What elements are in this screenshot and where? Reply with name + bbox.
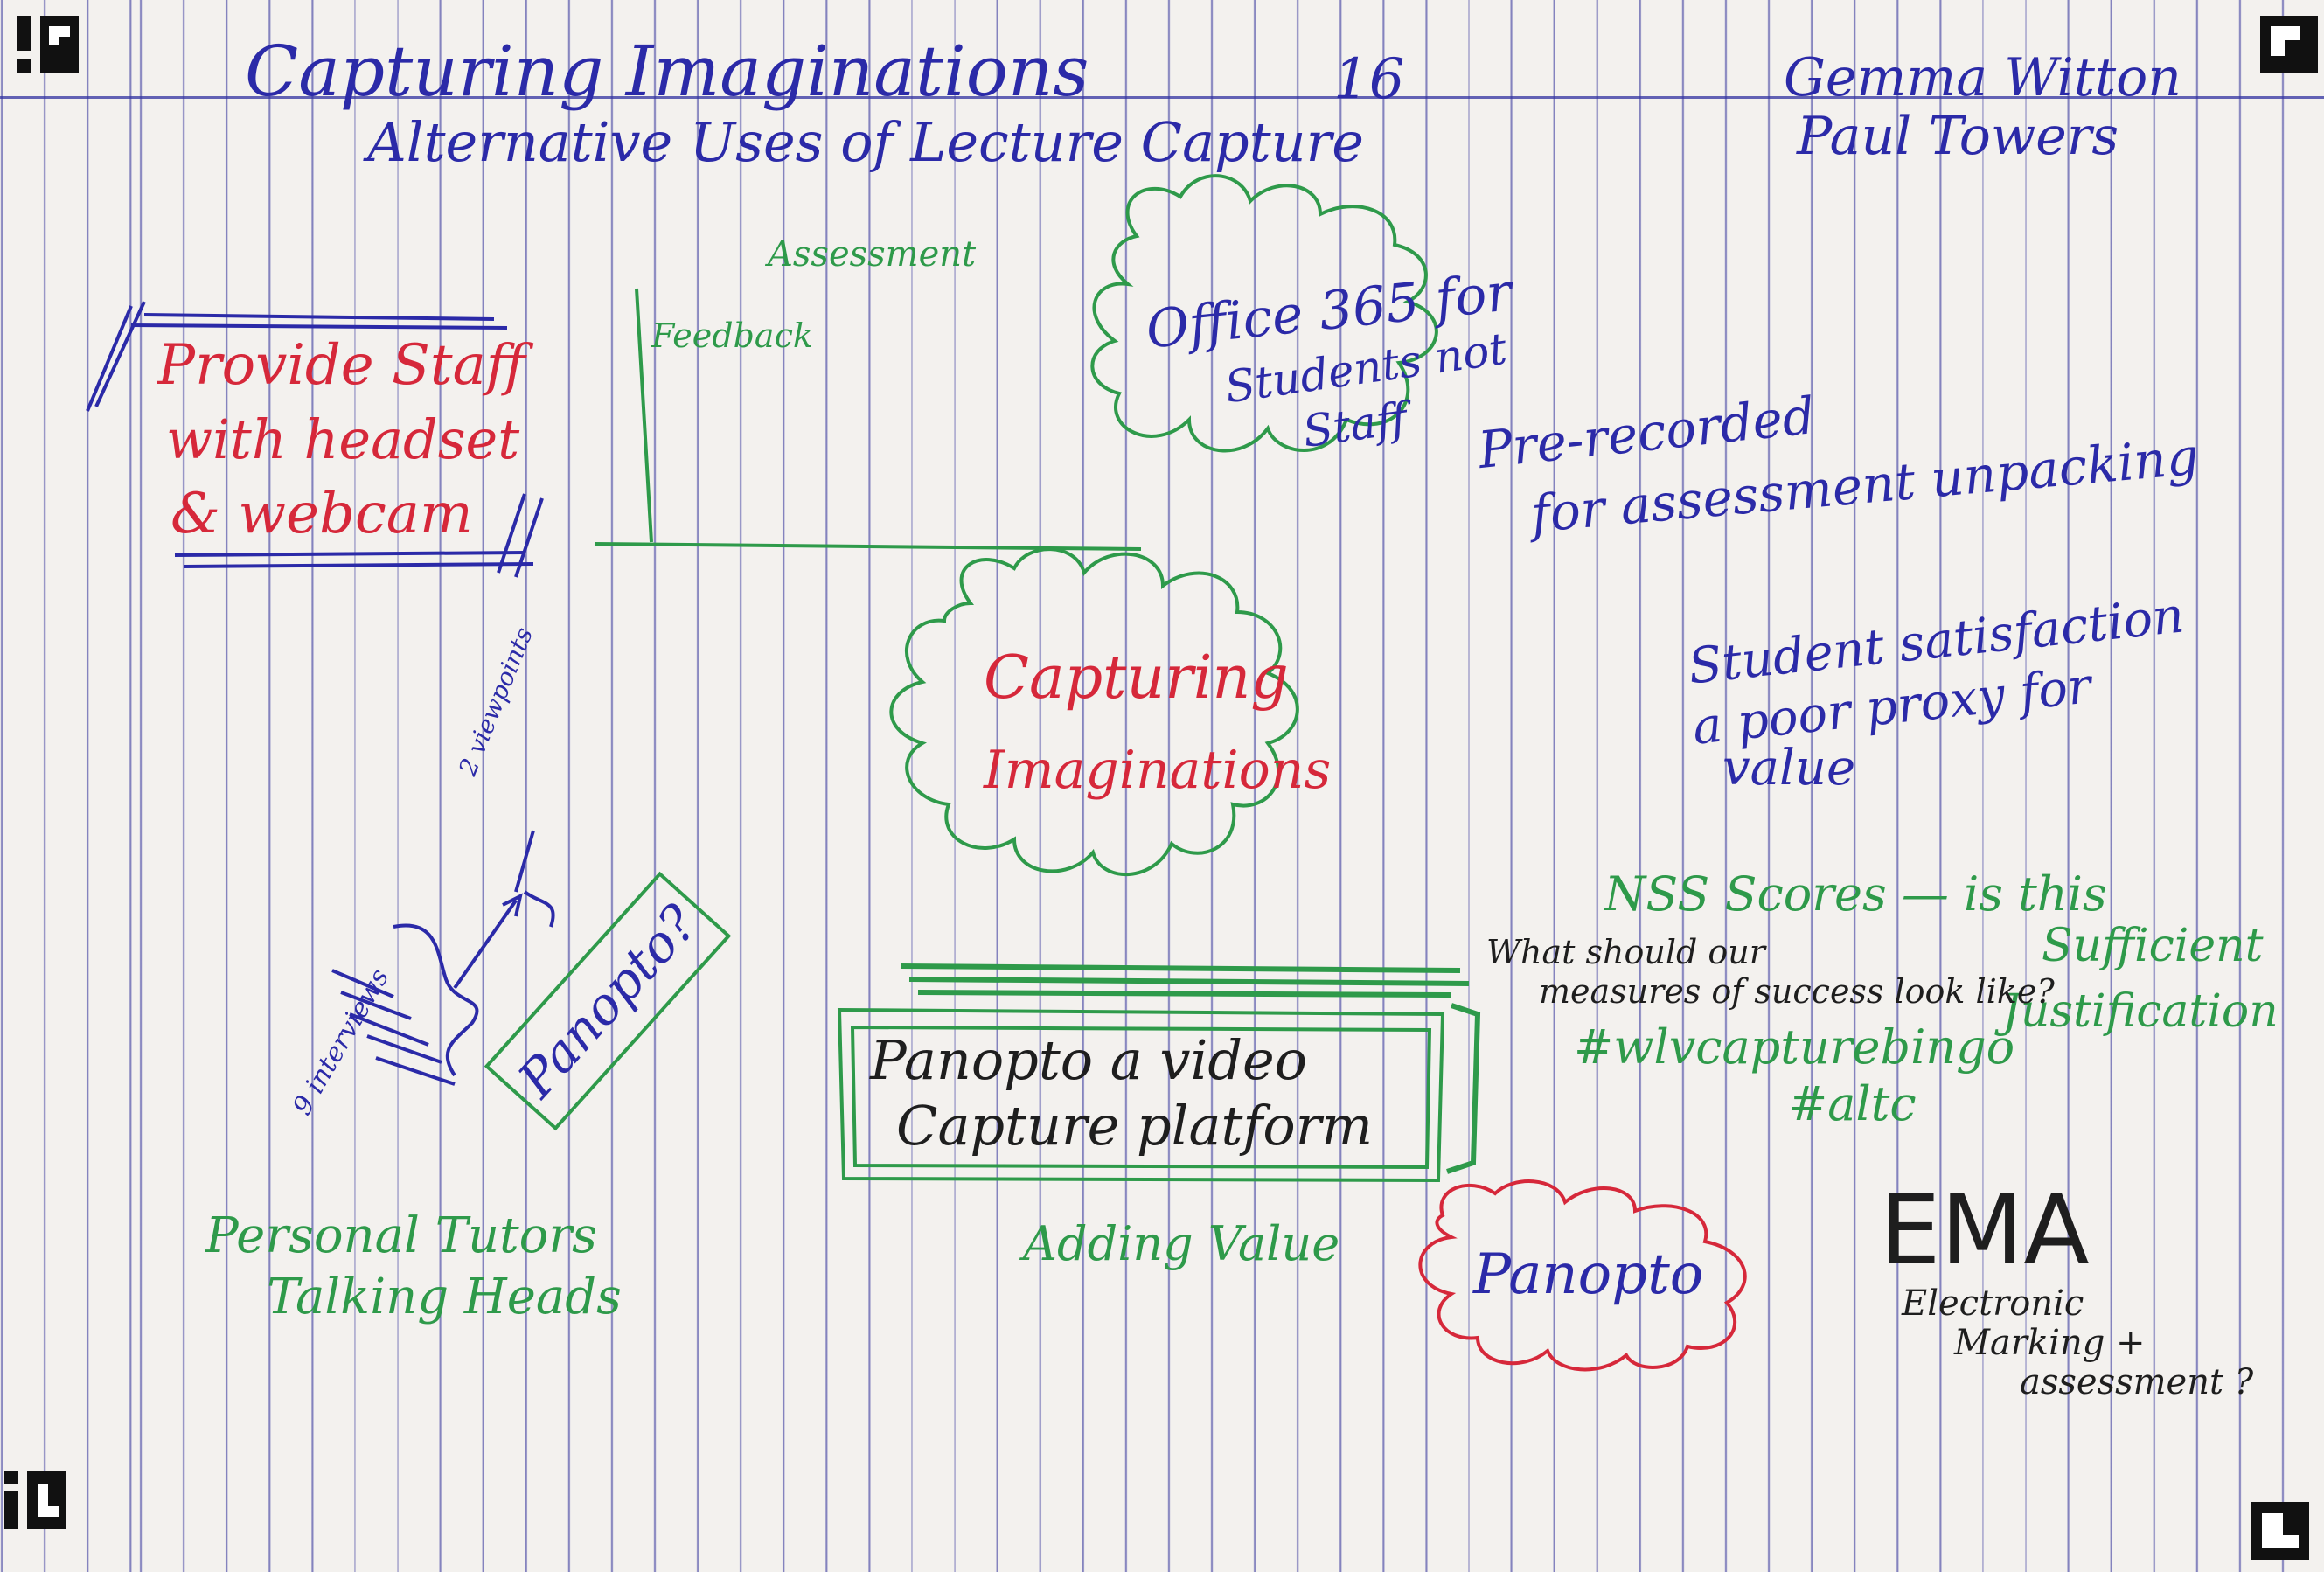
measures-line-1: What should our bbox=[1486, 933, 1765, 971]
personal-tutors-line-1: Personal Tutors bbox=[205, 1207, 597, 1264]
page-number: 16 bbox=[1333, 47, 1405, 112]
page-subtitle: Alternative Uses of Lecture Capture bbox=[367, 110, 1364, 174]
center-title-line-1: Capturing bbox=[984, 643, 1289, 713]
adding-value-label: Adding Value bbox=[1023, 1216, 1340, 1271]
page-title: Capturing Imaginations bbox=[245, 31, 1089, 112]
nss-line-1: NSS Scores — is this bbox=[1604, 866, 2107, 922]
nss-line-3: Justification bbox=[2002, 985, 2279, 1038]
author-name-2: Paul Towers bbox=[1797, 106, 2119, 167]
top-margin-line bbox=[0, 96, 2324, 99]
ema-heading: EMA bbox=[1880, 1174, 2090, 1286]
center-cloud bbox=[889, 547, 1299, 877]
office365-cloud bbox=[1090, 174, 1438, 453]
corner-marker-bottom-right bbox=[2251, 1502, 2309, 1560]
satisfaction-line-3: value bbox=[1722, 740, 1856, 796]
provide-staff-box bbox=[86, 301, 544, 578]
feedback-label: Feedback bbox=[651, 316, 813, 355]
hashtag-wlvcapturebingo: #wlvcapturebingo bbox=[1574, 1019, 2015, 1075]
panopto-box-line-1: Panopto a video bbox=[870, 1028, 1308, 1092]
ema-line-1: Electronic bbox=[1902, 1283, 2084, 1324]
panopto-box-line-2: Capture platform bbox=[896, 1094, 1374, 1158]
center-title-line-2: Imaginations bbox=[984, 740, 1332, 801]
panopto-video-box bbox=[837, 963, 1481, 1183]
nss-line-2: Sufficient bbox=[2042, 920, 2264, 972]
ema-line-3: assessment ? bbox=[2020, 1362, 2254, 1402]
interviews-strokes bbox=[331, 830, 555, 1086]
personal-tutors-line-2: Talking Heads bbox=[267, 1269, 622, 1325]
panopto-cloud-label: Panopto bbox=[1473, 1242, 1704, 1307]
panopto-red-cloud bbox=[1418, 1179, 1747, 1372]
measures-line-2: measures of success look like? bbox=[1539, 972, 2055, 1011]
corner-marker-top-right bbox=[2260, 16, 2318, 73]
corner-marker-bottom-left bbox=[4, 1471, 66, 1529]
ema-line-2: Marking + bbox=[1954, 1323, 2146, 1363]
author-name-1: Gemma Witton bbox=[1784, 47, 2181, 108]
provide-staff-line-3: & webcam bbox=[170, 482, 473, 546]
hashtag-altc: #altc bbox=[1788, 1076, 1917, 1131]
assessment-label: Assessment bbox=[768, 234, 977, 275]
corner-marker-top-left bbox=[17, 16, 79, 73]
provide-staff-line-1: Provide Staff bbox=[157, 333, 526, 398]
provide-staff-line-2: with headset bbox=[166, 407, 520, 471]
